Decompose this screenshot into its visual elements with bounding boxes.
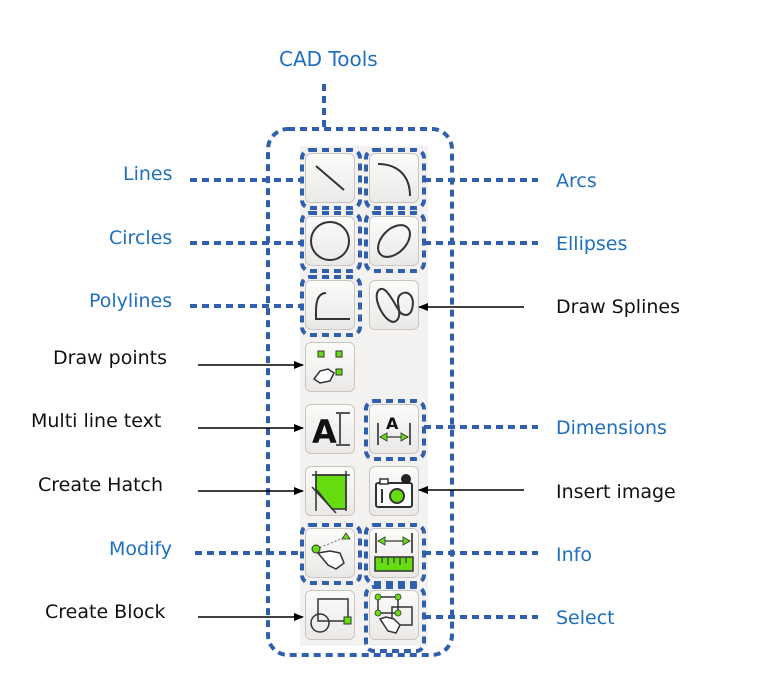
hatch-icon xyxy=(311,471,350,514)
arcs-button[interactable] xyxy=(369,153,419,203)
points-button[interactable] xyxy=(305,342,355,392)
multi-line-text-button[interactable]: A xyxy=(305,404,355,454)
label-create-hatch: Create Hatch xyxy=(38,474,164,496)
label-select: Select xyxy=(556,607,615,629)
spline-icon xyxy=(375,288,414,323)
block-icon xyxy=(310,598,352,633)
label-arcs: Arcs xyxy=(556,170,597,192)
label-info: Info xyxy=(556,544,592,566)
label-circles: Circles xyxy=(109,227,173,249)
polyline-icon xyxy=(315,292,350,320)
select-icon xyxy=(374,593,413,634)
hatch-button[interactable] xyxy=(305,466,355,516)
polylines-button[interactable] xyxy=(305,280,355,330)
diagram-title: CAD Tools xyxy=(279,47,378,71)
points-icon xyxy=(312,350,343,384)
svg-text:A: A xyxy=(312,413,337,451)
circles-button[interactable] xyxy=(305,216,355,266)
insert-image-button[interactable] xyxy=(369,466,419,516)
select-button[interactable] xyxy=(369,590,419,640)
modify-icon xyxy=(311,532,351,570)
label-lines: Lines xyxy=(123,163,173,185)
label-multi-line-text: Multi line text xyxy=(31,410,162,432)
label-ellipses: Ellipses xyxy=(556,233,628,255)
circle-icon xyxy=(310,221,350,261)
label-draw-points: Draw points xyxy=(53,347,168,369)
line-icon xyxy=(315,165,345,191)
label-draw-splines: Draw Splines xyxy=(556,296,680,318)
label-modify: Modify xyxy=(109,538,172,560)
label-dimensions: Dimensions xyxy=(556,417,667,439)
dimension-icon: A xyxy=(377,414,411,445)
ruler-icon xyxy=(374,533,414,572)
svg-text:A: A xyxy=(386,414,399,433)
lines-button[interactable] xyxy=(305,153,355,203)
label-create-block: Create Block xyxy=(45,601,166,623)
arc-icon xyxy=(377,163,411,197)
modify-button[interactable] xyxy=(305,528,355,578)
ellipses-button[interactable] xyxy=(369,216,419,266)
label-insert-image: Insert image xyxy=(556,481,676,503)
splines-button[interactable] xyxy=(369,280,419,330)
label-polylines: Polylines xyxy=(89,290,173,312)
info-button[interactable] xyxy=(369,528,419,578)
text-icon: A xyxy=(312,412,350,451)
create-block-button[interactable] xyxy=(305,590,355,640)
ellipse-icon xyxy=(377,224,411,258)
dimensions-button[interactable]: A xyxy=(369,404,419,454)
camera-icon xyxy=(375,474,413,508)
